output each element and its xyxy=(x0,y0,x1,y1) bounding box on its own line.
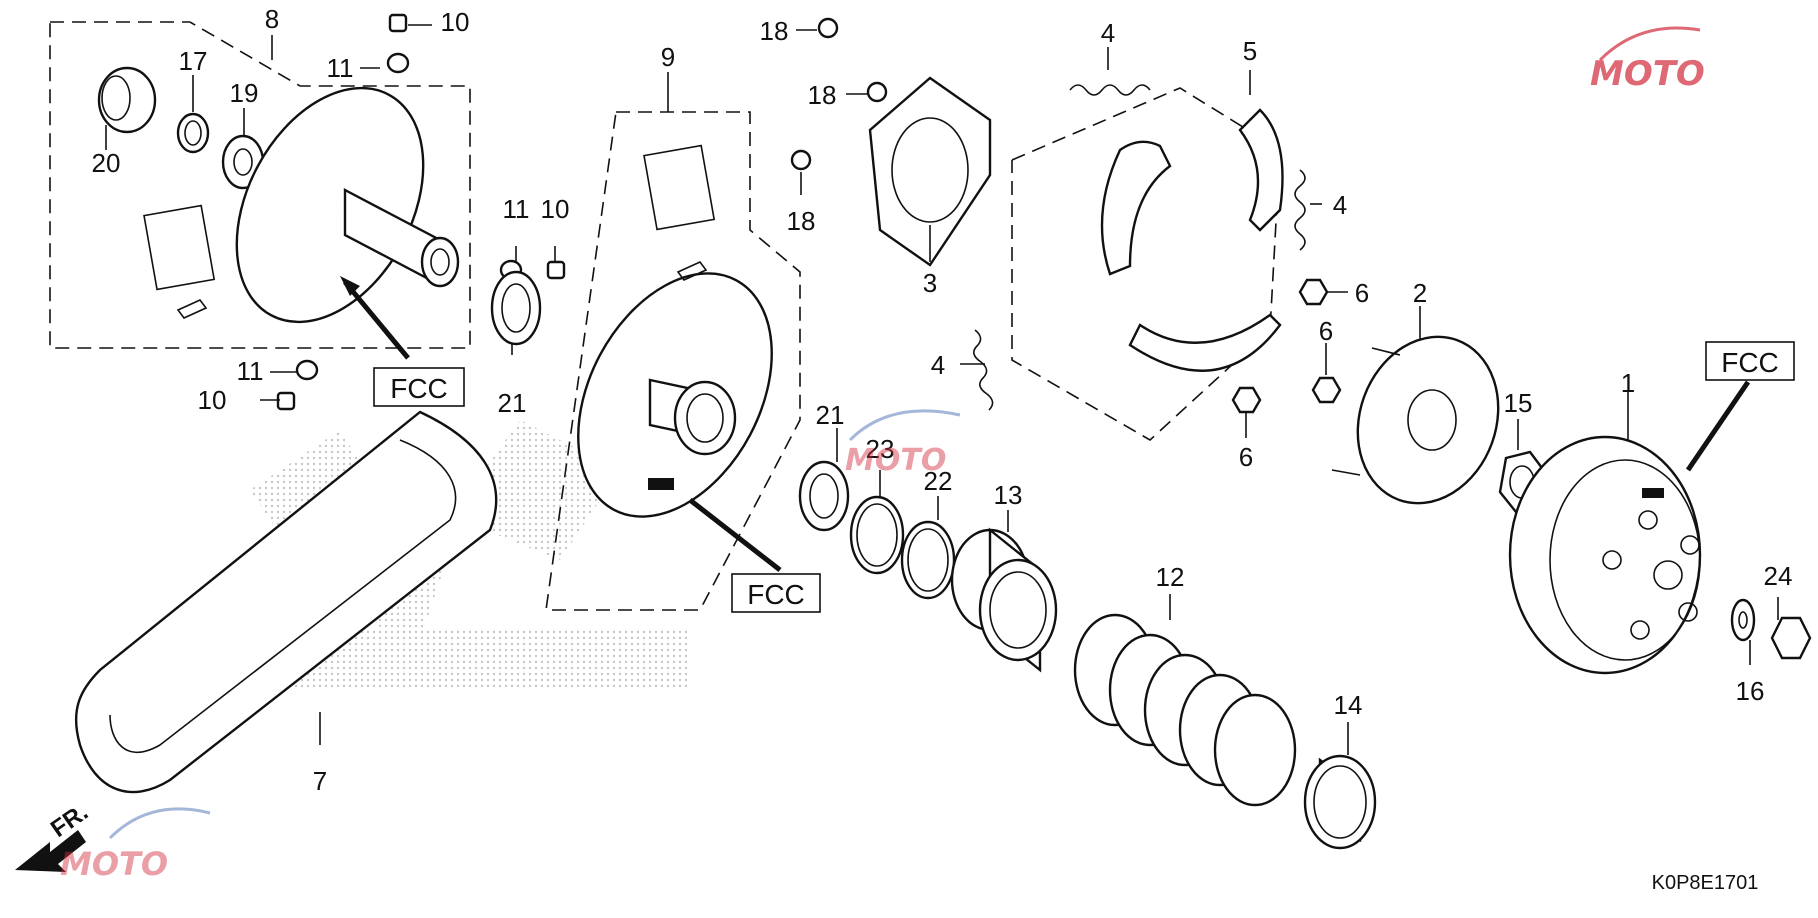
diagram-code: K0P8E1701 xyxy=(1652,872,1759,894)
part-4-springs xyxy=(973,84,1306,411)
callout-22: 22 xyxy=(924,466,953,496)
callout-4a: 4 xyxy=(1101,18,1115,48)
part-8-drive-face xyxy=(143,86,460,324)
part-7-drive-belt xyxy=(74,410,498,794)
callout-16: 16 xyxy=(1736,676,1765,706)
callout-15: 15 xyxy=(1504,388,1533,418)
watermark-logo-bottom-left: MOTO xyxy=(60,807,211,883)
fcc-marker-middle: FCC xyxy=(688,498,821,613)
callout-11b: 11 xyxy=(503,194,530,224)
part-3-plate xyxy=(868,76,992,267)
part-5-clutch-shoes xyxy=(1100,108,1284,372)
callout-18a: 18 xyxy=(760,16,789,46)
callout-6a: 6 xyxy=(1355,278,1369,308)
part-18-clips xyxy=(790,17,888,171)
callout-6c: 6 xyxy=(1239,442,1253,472)
part-2-drive-plate xyxy=(1331,335,1500,505)
callout-2: 2 xyxy=(1413,278,1427,308)
callout-19: 19 xyxy=(230,78,259,108)
group-box-8 xyxy=(49,21,471,349)
callout-10c: 10 xyxy=(198,385,227,415)
part-6-nuts xyxy=(1231,278,1342,414)
callout-17: 17 xyxy=(179,46,208,76)
svg-text:MOTO: MOTO xyxy=(1590,54,1705,94)
fcc-marker-left: FCC xyxy=(340,276,465,407)
svg-text:MOTO: MOTO xyxy=(845,443,946,478)
callout-21a: 21 xyxy=(498,388,527,418)
svg-text:MOTO: MOTO xyxy=(60,845,168,883)
part-1-clutch-outer xyxy=(1508,435,1702,675)
callout-5: 5 xyxy=(1243,36,1257,66)
part-10-11-hardware xyxy=(276,13,566,411)
part-16-washer xyxy=(1730,598,1756,642)
callout-24: 24 xyxy=(1764,561,1793,591)
part-20-bearing xyxy=(97,66,157,134)
callout-4c: 4 xyxy=(931,350,945,380)
part-9-driven-face xyxy=(577,144,773,518)
callout-7: 7 xyxy=(313,766,327,796)
fcc-label-right: FCC xyxy=(1721,347,1779,378)
callout-11a: 11 xyxy=(327,53,354,83)
callout-13: 13 xyxy=(994,480,1023,510)
part-21-oil-seal xyxy=(490,270,850,532)
part-12-spring xyxy=(1073,613,1297,807)
part-13-collar xyxy=(950,527,1058,673)
callout-3: 3 xyxy=(923,268,937,298)
fcc-label-left: FCC xyxy=(390,373,448,404)
watermark-logo-top-right: MOTO xyxy=(1590,26,1705,94)
callout-1: 1 xyxy=(1621,368,1635,398)
fcc-label-middle: FCC xyxy=(747,579,805,610)
callout-10a: 10 xyxy=(441,7,470,37)
callout-11c: 11 xyxy=(237,356,264,386)
group-box-clutch-shoes xyxy=(1011,87,1281,441)
callout-8: 8 xyxy=(265,4,279,34)
direction-label: FR. xyxy=(46,799,93,843)
callout-21b: 21 xyxy=(816,400,845,430)
part-24-nut xyxy=(1770,616,1812,660)
part-14-collar xyxy=(1303,754,1377,850)
callout-14: 14 xyxy=(1334,690,1363,720)
part-17-circlip xyxy=(176,112,210,154)
fcc-marker-right: FCC xyxy=(1685,341,1795,472)
callout-labels: 1 2 3 4 4 4 5 6 6 6 7 8 9 10 10 10 11 11… xyxy=(92,4,1793,796)
callout-9: 9 xyxy=(661,42,675,72)
callout-20: 20 xyxy=(92,148,121,178)
callout-6b: 6 xyxy=(1319,316,1333,346)
callout-4b: 4 xyxy=(1333,190,1347,220)
callout-10b: 10 xyxy=(541,194,570,224)
callout-18c: 18 xyxy=(787,206,816,236)
part-23-22-o-rings xyxy=(849,495,956,600)
callout-23: 23 xyxy=(866,434,895,464)
leader-lines xyxy=(105,24,1779,755)
watermark-logo-center: MOTO xyxy=(845,409,961,478)
callout-12: 12 xyxy=(1156,562,1185,592)
callout-18b: 18 xyxy=(808,80,837,110)
